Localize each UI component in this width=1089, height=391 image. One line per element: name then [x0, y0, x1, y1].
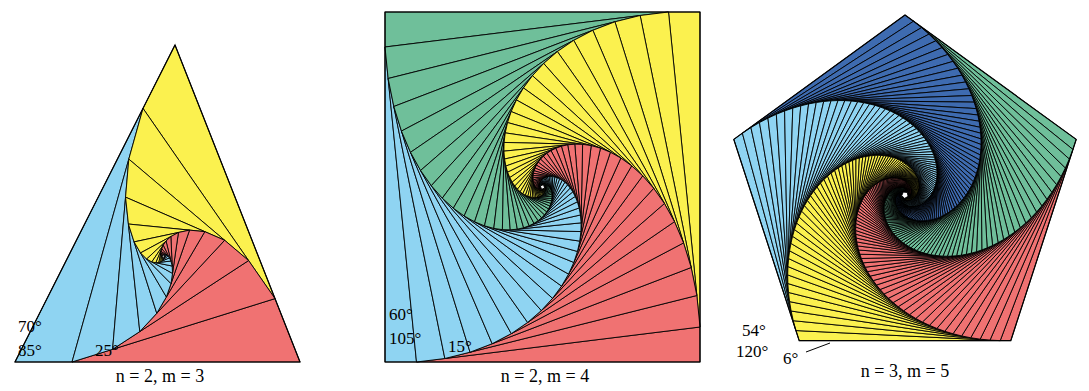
tiling-triangle	[530, 197, 551, 203]
angle-label: 105°	[389, 330, 421, 347]
tiling-triangle	[162, 255, 168, 260]
angle-label: 54°	[742, 322, 766, 339]
outline	[15, 45, 300, 362]
angle-label: 25°	[95, 342, 119, 359]
triangle-tiling	[15, 45, 300, 362]
pentagon-tiling	[734, 15, 1076, 341]
centre-hole	[902, 192, 908, 198]
angle-label: 60°	[389, 306, 413, 323]
caption: n = 3, m = 5	[861, 362, 949, 380]
tiling-triangle	[533, 171, 554, 177]
tiling-triangle	[552, 177, 558, 201]
tiling-triangle	[152, 262, 173, 273]
outline	[385, 12, 700, 362]
leader-line	[806, 343, 830, 352]
angle-label: 85°	[18, 342, 42, 359]
angle-label: 15°	[448, 338, 472, 355]
tiling-triangle	[166, 230, 204, 297]
tiling-triangle	[528, 173, 534, 197]
caption: n = 2, m = 4	[501, 367, 589, 385]
tiling-triangle	[162, 256, 164, 260]
centre-hole	[540, 185, 544, 190]
square-tiling	[385, 12, 700, 362]
angle-label: 70°	[18, 318, 42, 335]
centre-hole	[162, 255, 165, 259]
outline	[734, 15, 1076, 341]
tiling-triangle	[171, 230, 190, 283]
angle-label: 6°	[783, 350, 798, 367]
tiling-triangle	[937, 170, 941, 217]
angle-label: 120°	[736, 343, 768, 360]
caption: n = 2, m = 3	[116, 367, 204, 385]
